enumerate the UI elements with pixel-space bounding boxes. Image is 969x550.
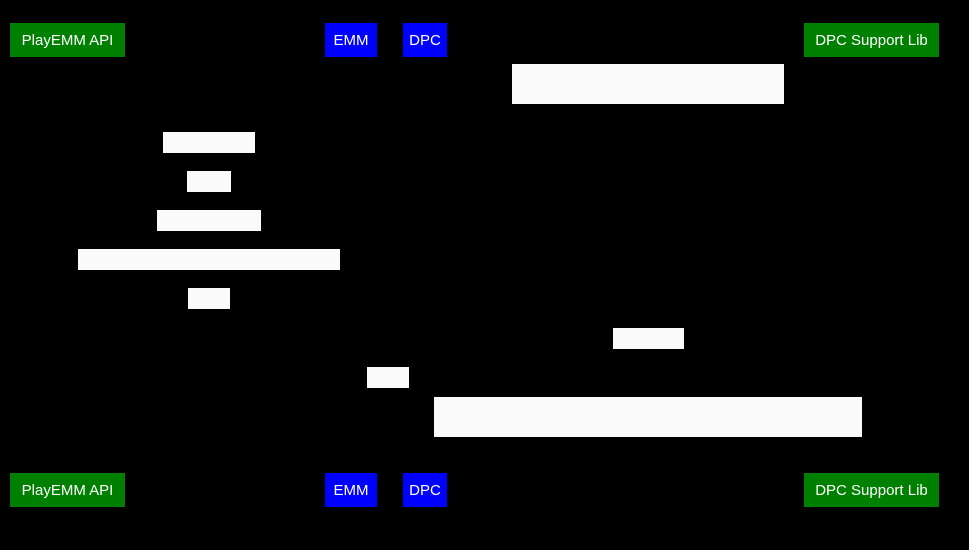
message-line-2: .addAndroidForWorkAccount(token, account… bbox=[447, 494, 849, 511]
message-text: token bbox=[206, 309, 244, 326]
participant-top-emm[interactable]: EMM bbox=[325, 23, 377, 57]
message-line-1: androidForWorkAccountSupport bbox=[541, 437, 755, 454]
message-text: callback() bbox=[631, 349, 696, 366]
message-text: token bbox=[385, 388, 423, 405]
message-ensure-working-environment: androidForWorkAccountSupport .ensureWork… bbox=[512, 64, 784, 178]
participant-label: EMM bbox=[333, 481, 369, 499]
message-text: users.generateAuthenticationToken() bbox=[96, 270, 342, 287]
lifeline-emm bbox=[350, 57, 351, 473]
message-users-generate-authentication-token: users.generateAuthenticationToken() bbox=[78, 249, 342, 287]
message-token-lower: token bbox=[367, 367, 422, 405]
participant-bottom-dpc-support-lib[interactable]: DPC Support Lib bbox=[804, 473, 939, 507]
participant-label: DPC bbox=[409, 481, 441, 499]
lifeline-playemm-api bbox=[67, 57, 68, 473]
message-text: userID bbox=[205, 192, 250, 209]
lifeline-dpc bbox=[424, 57, 425, 473]
participant-bottom-emm[interactable]: EMM bbox=[325, 473, 377, 507]
participant-label: DPC Support Lib bbox=[815, 31, 928, 49]
message-token-upper: token bbox=[188, 288, 243, 326]
message-line-2: .ensureWorkingEnvironment(callback) bbox=[521, 161, 775, 178]
participant-bottom-dpc[interactable]: DPC bbox=[403, 473, 447, 507]
participant-top-dpc-support-lib[interactable]: DPC Support Lib bbox=[804, 23, 939, 57]
message-users-update: users.update() bbox=[157, 210, 272, 248]
message-add-android-for-work-account: androidForWorkAccountSupport .addAndroid… bbox=[434, 397, 862, 511]
message-users-insert: users.insert() bbox=[163, 132, 269, 170]
participant-label: DPC bbox=[409, 31, 441, 49]
participant-label: EMM bbox=[333, 31, 369, 49]
message-text: users.update() bbox=[175, 231, 273, 248]
message-user-id: userID bbox=[187, 171, 250, 209]
participant-label: DPC Support Lib bbox=[815, 481, 928, 499]
participant-label: PlayEMM API bbox=[21, 31, 114, 49]
message-callback: callback() bbox=[613, 328, 696, 366]
participant-top-playemm-api[interactable]: PlayEMM API bbox=[10, 23, 125, 57]
message-line-1: androidForWorkAccountSupport bbox=[541, 104, 755, 121]
participant-label: PlayEMM API bbox=[21, 481, 114, 499]
participant-bottom-playemm-api[interactable]: PlayEMM API bbox=[10, 473, 125, 507]
participant-top-dpc[interactable]: DPC bbox=[403, 23, 447, 57]
sequence-diagram-canvas: PlayEMM API EMM DPC DPC Support Lib andr… bbox=[10, 23, 939, 511]
lifeline-dpc-support-lib bbox=[871, 57, 872, 473]
message-text: users.insert() bbox=[181, 153, 270, 170]
